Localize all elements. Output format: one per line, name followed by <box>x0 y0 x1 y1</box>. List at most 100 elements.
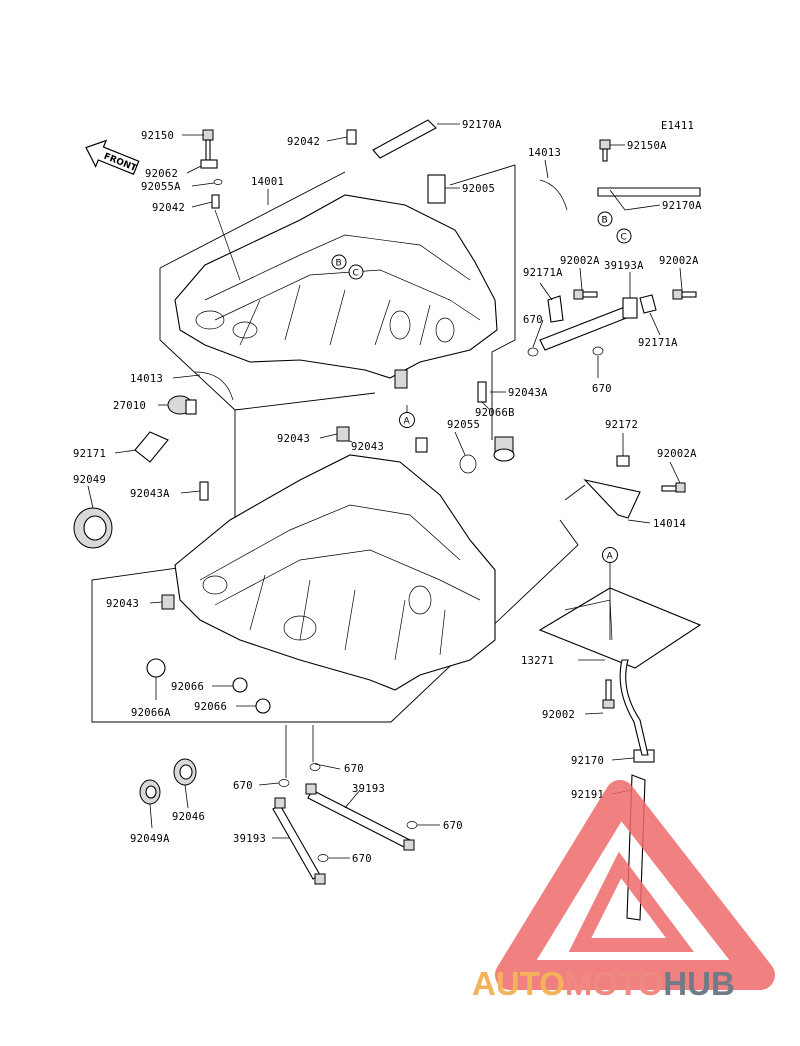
oring-670-e <box>406 821 418 829</box>
oring-670-d <box>309 763 321 771</box>
svg-text:B: B <box>336 259 342 269</box>
bolt-92172 <box>616 455 630 467</box>
dowel-92043-a <box>336 426 350 442</box>
plug-92055 <box>493 436 515 462</box>
dowel-92043-b <box>415 437 428 453</box>
diagram-code: E1411 <box>661 120 694 132</box>
label-14001: 14001 <box>251 176 284 188</box>
pickup-tube <box>619 659 649 756</box>
label-92055A: 92055A <box>141 181 181 193</box>
front-arrow-icon: FRONT <box>85 139 140 176</box>
svg-text:A: A <box>404 417 411 427</box>
watermark-text: AUTOMOTOHUB <box>472 965 735 1002</box>
label-92043A-upper: 92043A <box>508 387 548 399</box>
label-92042-left: 92042 <box>152 202 185 214</box>
label-92049A: 92049A <box>130 833 170 845</box>
oil-seal-92049 <box>73 507 113 549</box>
dowel-92042-guide <box>214 209 241 281</box>
clamp-92171A-left <box>547 295 564 323</box>
automotohub-watermark: AUTOMOTOHUB <box>472 780 775 1002</box>
breather-plate-14014 <box>583 479 641 519</box>
callout-b-right: B <box>597 211 613 227</box>
label-92066B: 92066B <box>475 407 515 419</box>
label-670-mid: 670 <box>344 763 364 775</box>
dowel-92043-c <box>161 594 175 610</box>
oring-670-c <box>278 779 290 787</box>
label-92150A: 92150A <box>627 140 667 152</box>
label-92043-a: 92043 <box>277 433 310 445</box>
label-92043-c: 92043 <box>106 598 139 610</box>
label-92170A-top: 92170A <box>462 119 502 131</box>
label-92171: 92171 <box>73 448 106 460</box>
label-92049: 92049 <box>73 474 106 486</box>
callout-b-upper: B <box>331 254 347 270</box>
callout-a-lower: A <box>602 547 618 563</box>
label-92002A-right: 92002A <box>659 255 699 267</box>
cap-92005 <box>427 174 446 204</box>
bolt-92002A-right <box>672 289 697 300</box>
bearing-92046 <box>173 758 197 786</box>
switch-27010 <box>167 395 197 415</box>
part-labels: 92150 92042 92170A 92062 92055A 14001 92… <box>73 119 702 865</box>
label-92002A-left: 92002A <box>560 255 600 267</box>
label-92055: 92055 <box>447 419 480 431</box>
bolt-92150A <box>599 139 611 162</box>
label-14013-top: 14013 <box>528 147 561 159</box>
lower-crankcase <box>174 454 496 691</box>
dowel-92066-a <box>232 677 248 693</box>
oring-92055 <box>459 454 477 474</box>
label-39193-lower: 39193 <box>233 833 266 845</box>
watermark-hub: HUB <box>663 965 735 1002</box>
label-670-lower-right: 670 <box>443 820 463 832</box>
dowel-92042-left <box>211 194 220 209</box>
bolt-92002A-lower <box>661 482 686 493</box>
label-92043A-lower: 92043A <box>130 488 170 500</box>
baffle-plate-13271 <box>538 587 702 669</box>
label-92066-b: 92066 <box>194 701 227 713</box>
plate-92170A-top <box>372 119 437 159</box>
label-92170A-right: 92170A <box>662 200 702 212</box>
frame-link <box>234 392 376 411</box>
leader-lines <box>87 123 683 859</box>
label-92191: 92191 <box>571 789 604 801</box>
oring-670-f <box>317 854 329 862</box>
label-670-upper: 670 <box>523 314 543 326</box>
svg-text:C: C <box>621 233 627 243</box>
label-92172: 92172 <box>605 419 638 431</box>
label-92171A-left: 92171A <box>523 267 563 279</box>
label-14014: 14014 <box>653 518 686 530</box>
svg-text:B: B <box>602 216 608 226</box>
dowel-92066B <box>477 381 487 403</box>
clamp-92171A-right <box>639 294 657 314</box>
pipe-39193A-fitting <box>622 297 638 319</box>
label-92005: 92005 <box>462 183 495 195</box>
callout-c-upper: C <box>348 264 364 280</box>
label-92066-a: 92066 <box>171 681 204 693</box>
label-13271: 13271 <box>521 655 554 667</box>
label-92042-top: 92042 <box>287 136 320 148</box>
dowel-92066A <box>146 658 166 678</box>
label-92066A: 92066A <box>131 707 171 719</box>
callout-c-right: C <box>616 228 632 244</box>
pipe-39193-upper <box>305 783 415 851</box>
lower-assembly-frame <box>91 268 579 723</box>
pipe-39193-lower <box>272 797 326 885</box>
bolt-92002A-left <box>573 289 598 300</box>
dowel-92043A <box>199 481 209 501</box>
bolt-92002 <box>602 679 615 709</box>
label-92150: 92150 <box>141 130 174 142</box>
label-14013-left: 14013 <box>130 373 163 385</box>
label-92062: 92062 <box>145 168 178 180</box>
svg-text:A: A <box>607 552 614 562</box>
dowel-92066-b <box>255 698 271 714</box>
watermark-triangle-icon <box>495 780 775 990</box>
label-92002: 92002 <box>542 709 575 721</box>
oil-seal-92049A <box>139 779 161 805</box>
watermark-auto: AUTO <box>472 965 565 1002</box>
oring-670-a <box>527 347 539 357</box>
breather-14013-left <box>194 371 234 401</box>
upper-frame-right <box>449 164 516 440</box>
bolt-92150 <box>202 129 214 161</box>
breather-14013-top <box>539 179 568 211</box>
